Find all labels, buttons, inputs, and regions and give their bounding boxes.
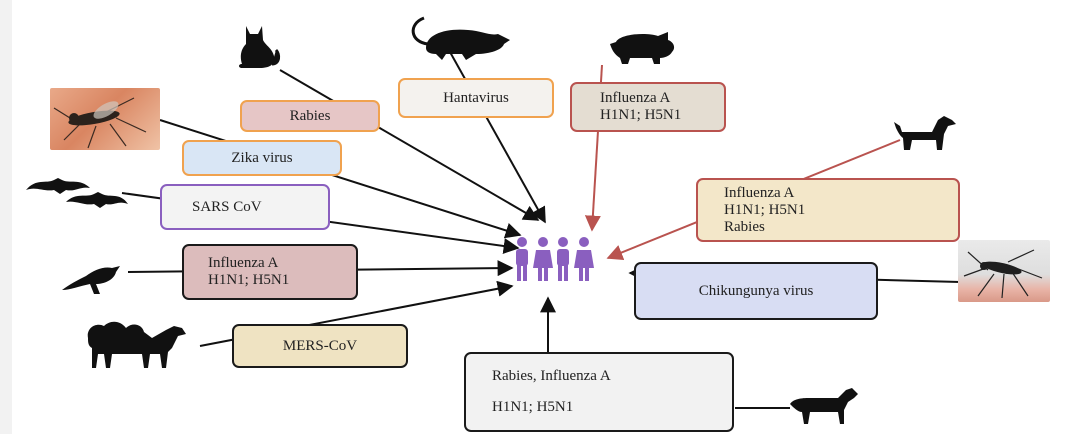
pig-flu-line1: Influenza A xyxy=(600,90,671,106)
dog-flu-line1: Influenza A xyxy=(724,184,795,201)
label-rabies-text: Rabies xyxy=(289,107,331,124)
dog-flu-line3: Rabies xyxy=(724,218,765,235)
label-dog-influenza: Influenza A H1N1; H5N1 Rabies xyxy=(696,178,960,242)
label-sars-text: SARS CoV xyxy=(192,198,262,215)
mosquito-photo-right xyxy=(958,240,1050,302)
label-sars: SARS CoV xyxy=(160,184,330,230)
humans-icon xyxy=(516,237,594,281)
label-pig-influenza: Influenza A H1N1; H5N1 xyxy=(570,82,726,132)
bird-icon xyxy=(62,266,120,294)
label-mers-text: MERS-CoV xyxy=(282,337,358,354)
arrow-cat xyxy=(279,69,540,221)
rat-icon xyxy=(411,16,510,60)
label-zika-text: Zika virus xyxy=(231,149,293,166)
label-mers: MERS-CoV xyxy=(232,324,408,368)
bird-flu-line1: Influenza A xyxy=(208,255,279,271)
cat-icon xyxy=(239,26,281,68)
arrow-mosquito-top xyxy=(159,119,522,239)
horse-icon xyxy=(790,388,858,424)
horse-line1: Rabies, Influenza A xyxy=(492,368,611,384)
dog-icon xyxy=(894,116,956,150)
label-zika: Zika virus xyxy=(182,140,342,176)
label-chikungunya: Chikungunya virus xyxy=(634,262,878,320)
camel-icon xyxy=(87,321,186,368)
label-hantavirus-text: Hantavirus xyxy=(443,89,509,106)
pig-flu-line2: H1N1; H5N1 xyxy=(600,107,682,123)
bat-icon xyxy=(26,178,128,208)
mosquito-photo-top xyxy=(50,88,160,150)
label-bird-influenza: Influenza A H1N1; H5N1 xyxy=(182,244,358,300)
dog-flu-line2: H1N1; H5N1 xyxy=(724,201,806,218)
horse-line2: H1N1; H5N1 xyxy=(492,399,574,415)
left-margin-strip xyxy=(0,0,12,434)
pig-icon xyxy=(610,32,675,64)
label-rabies: Rabies xyxy=(240,100,380,132)
bird-flu-line2: H1N1; H5N1 xyxy=(208,272,290,288)
label-chikungunya-text: Chikungunya virus xyxy=(698,282,814,299)
label-hantavirus: Hantavirus xyxy=(398,78,554,118)
label-horse: Rabies, Influenza A H1N1; H5N1 xyxy=(464,352,734,432)
